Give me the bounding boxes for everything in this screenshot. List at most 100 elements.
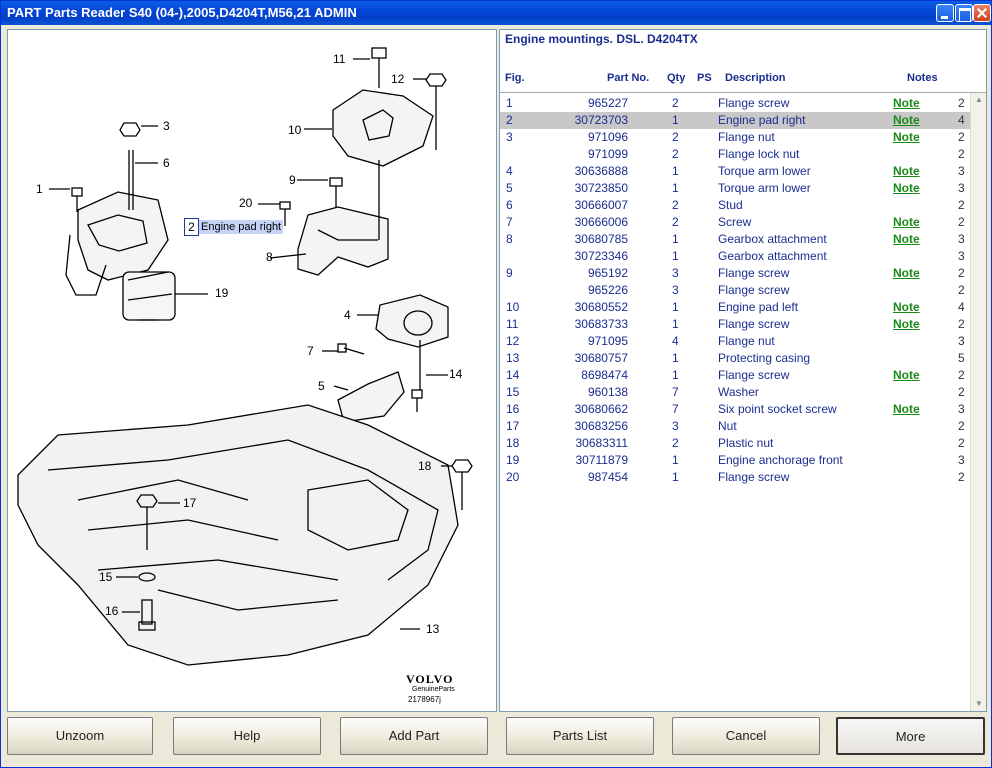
callout-3[interactable]: 3 (163, 119, 170, 133)
row-note-link[interactable]: Note (893, 130, 920, 144)
callout-11[interactable]: 11 (333, 52, 346, 66)
row-part-no: 30680757 (574, 351, 628, 365)
callout-4[interactable]: 4 (344, 308, 351, 322)
row-qty: 3 (672, 283, 679, 297)
scroll-down-icon[interactable]: ▼ (975, 699, 983, 708)
row-note-link[interactable]: Note (893, 164, 920, 178)
row-description: Flange screw (718, 266, 790, 280)
row-fig: 8 (506, 232, 513, 246)
row-fig: 4 (506, 164, 513, 178)
parts-list-button[interactable]: Parts List (506, 717, 654, 755)
row-note-link[interactable]: Note (893, 181, 920, 195)
vertical-scrollbar[interactable]: ▲ ▼ (970, 93, 986, 711)
row-fig: 15 (506, 385, 520, 399)
parts-diagram[interactable]: 1 2 Engine pad right 3 4 5 6 7 8 9 10 11… (7, 29, 497, 712)
row-note-link[interactable]: Note (893, 96, 920, 110)
maximize-icon[interactable] (955, 4, 973, 22)
add-part-button[interactable]: Add Part (340, 717, 488, 755)
scroll-up-icon[interactable]: ▲ (975, 95, 983, 104)
row-qty: 1 (672, 351, 679, 365)
row-description: Gearbox attachment (718, 232, 827, 246)
parts-list-panel: Engine mountings. DSL. D4204TX Fig. Part… (499, 29, 987, 712)
row-extra: 3 (958, 402, 965, 416)
row-extra: 2 (958, 198, 965, 212)
callout-19[interactable]: 19 (215, 286, 229, 300)
row-note-link[interactable]: Note (893, 300, 920, 314)
callout-16[interactable]: 16 (105, 604, 119, 618)
row-note-link[interactable]: Note (893, 402, 920, 416)
help-button[interactable]: Help (173, 717, 321, 755)
row-qty: 3 (672, 419, 679, 433)
callout-6[interactable]: 6 (163, 156, 170, 170)
callout-20[interactable]: 20 (239, 196, 253, 210)
callout-1[interactable]: 1 (36, 182, 43, 196)
unzoom-button[interactable]: Unzoom (7, 717, 153, 755)
minimize-icon[interactable] (936, 4, 954, 22)
callout-13[interactable]: 13 (426, 622, 440, 636)
cancel-button[interactable]: Cancel (672, 717, 820, 755)
row-part-no: 965226 (587, 283, 628, 297)
callout-18[interactable]: 18 (418, 459, 432, 473)
callout-15[interactable]: 15 (99, 570, 113, 584)
row-fig: 3 (506, 130, 513, 144)
callout-5[interactable]: 5 (318, 379, 325, 393)
row-note-link[interactable]: Note (893, 113, 920, 127)
row-extra: 2 (958, 215, 965, 229)
close-icon[interactable] (973, 4, 991, 22)
callout-2-highlight[interactable]: 2 Engine pad right (184, 218, 284, 236)
row-extra: 4 (958, 300, 965, 314)
row-qty: 2 (672, 215, 679, 229)
row-extra: 5 (958, 351, 965, 365)
row-note-link[interactable]: Note (893, 317, 920, 331)
row-qty: 2 (672, 147, 679, 161)
row-note-link[interactable]: Note (893, 232, 920, 246)
callout-9[interactable]: 9 (289, 173, 296, 187)
callout-14[interactable]: 14 (449, 367, 463, 381)
callout-12[interactable]: 12 (391, 72, 405, 86)
callout-8[interactable]: 8 (266, 250, 273, 264)
row-part-no: 30711879 (575, 453, 629, 467)
row-part-no: 30683256 (574, 419, 628, 433)
row-qty: 1 (672, 113, 679, 127)
more-button[interactable]: More (836, 717, 985, 755)
row-description: Engine pad right (718, 113, 806, 127)
row-note-link[interactable]: Note (893, 266, 920, 280)
title-bar[interactable]: PART Parts Reader S40 (04-),2005,D4204T,… (1, 1, 991, 25)
row-part-no: 960138 (587, 385, 628, 399)
row-qty: 2 (672, 130, 679, 144)
callout-7[interactable]: 7 (307, 344, 314, 358)
callout-2[interactable]: 2 (184, 218, 199, 236)
row-note-link[interactable]: Note (893, 368, 920, 382)
row-fig: 11 (506, 317, 519, 331)
row-fig: 6 (506, 198, 513, 212)
callout-17[interactable]: 17 (183, 496, 197, 510)
callout-10[interactable]: 10 (288, 123, 302, 137)
header-notes: Notes (907, 72, 938, 84)
row-qty: 1 (672, 181, 679, 195)
header-ps: PS (697, 72, 712, 84)
row-note-link[interactable]: Note (893, 215, 920, 229)
